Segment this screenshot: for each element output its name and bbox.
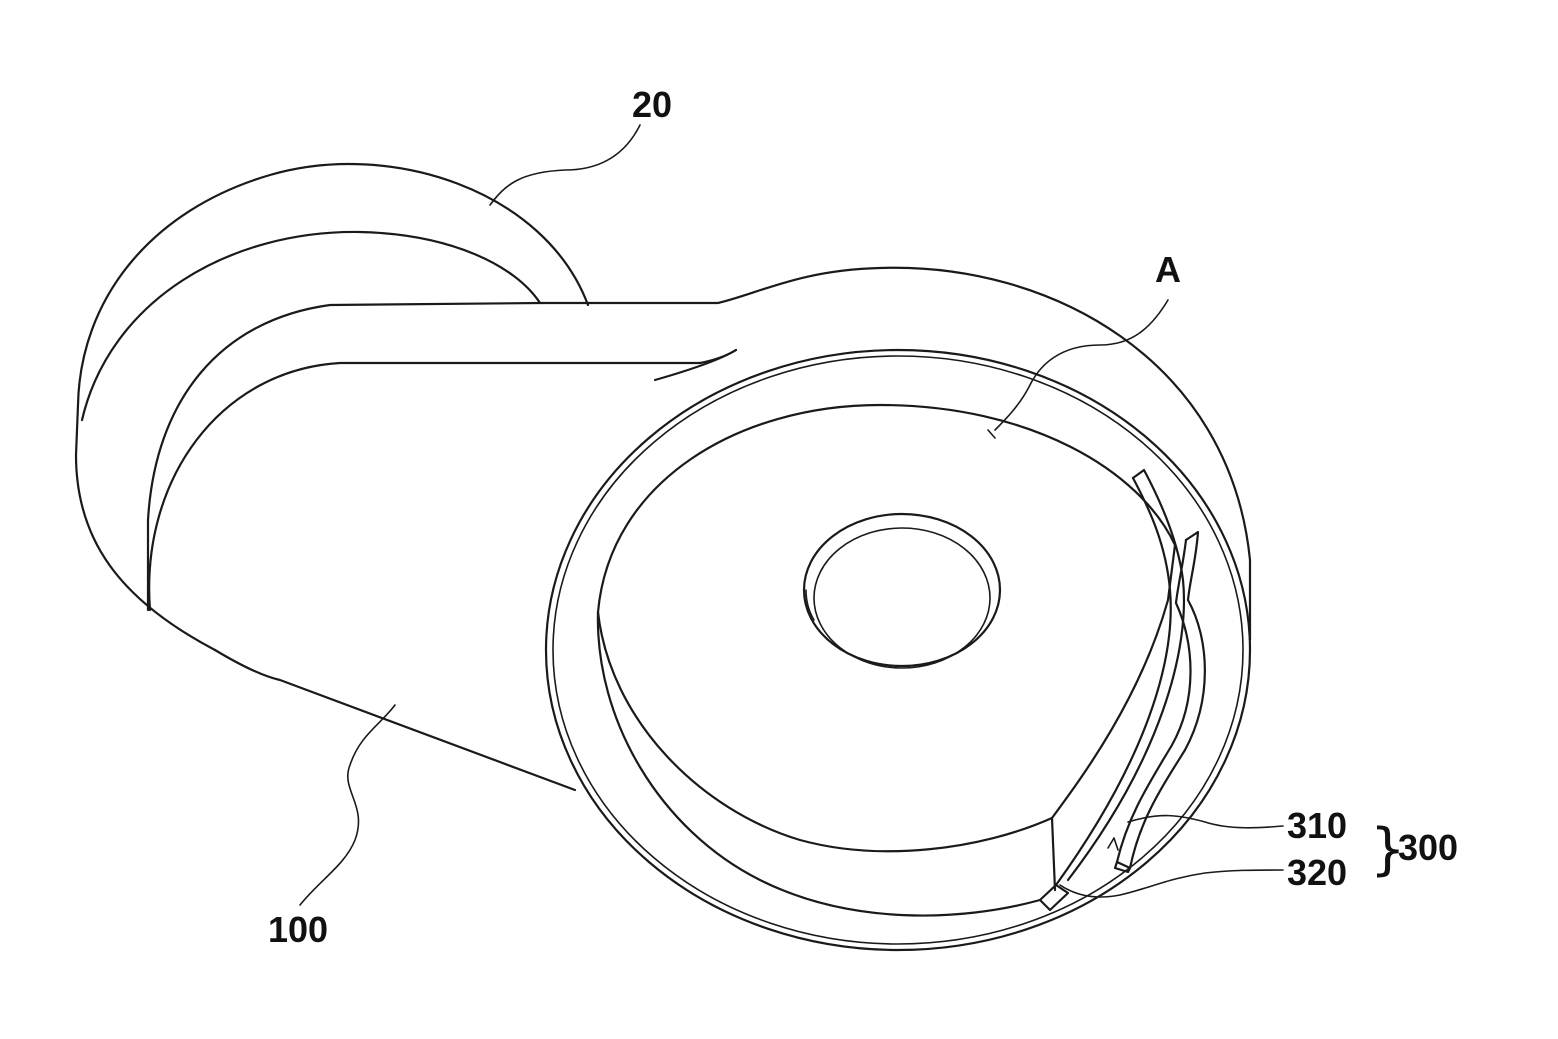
label-320: 320	[1287, 852, 1347, 893]
label-100: 100	[268, 909, 328, 950]
leader-A-tick	[988, 430, 995, 438]
label-310: 310	[1287, 805, 1347, 846]
contact-spring-320	[1108, 532, 1205, 872]
label-20: 20	[632, 84, 672, 125]
leader-310	[1128, 816, 1283, 828]
label-300: 300	[1398, 827, 1458, 868]
leader-A	[995, 300, 1168, 430]
leader-20	[490, 125, 640, 205]
label-A: A	[1155, 249, 1181, 290]
back-disc	[76, 164, 588, 650]
front-disc	[546, 350, 1250, 950]
contact-spring-310	[1040, 470, 1184, 910]
leader-100	[300, 705, 395, 905]
